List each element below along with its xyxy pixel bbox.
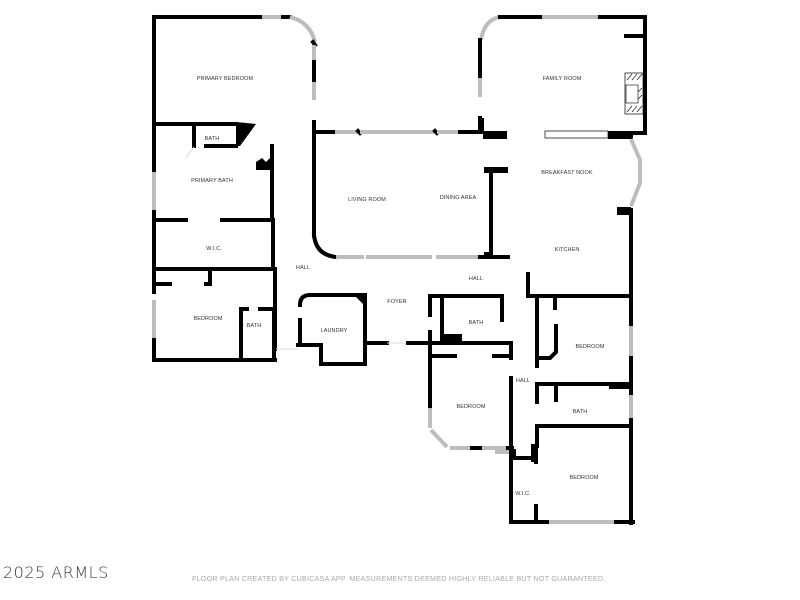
- room-label-family-room: FAMILY ROOM: [542, 76, 582, 82]
- room-label-dining-area: DINING AREA: [439, 195, 477, 201]
- room-label-hall-center: HALL: [468, 276, 484, 282]
- room-label-primary-bath: PRIMARY BATH: [191, 178, 233, 184]
- room-label-living-room: LIVING ROOM: [348, 197, 386, 203]
- room-label-bedroom-southeast: BEDROOM: [569, 475, 599, 481]
- room-label-bath-west: BATH: [246, 323, 262, 329]
- room-label-bedroom-center: BEDROOM: [456, 404, 486, 410]
- walls: [152, 15, 647, 525]
- room-label-wic-east: W.I.C.: [515, 491, 531, 497]
- room-label-foyer: FOYER: [387, 299, 407, 305]
- room-label-breakfast-nook: BREAKFAST NOOK: [541, 170, 593, 176]
- fireplace-icon: [624, 72, 644, 115]
- room-label-laundry: LAUNDRY: [320, 328, 348, 334]
- room-label-bath-east: BATH: [572, 409, 588, 415]
- copyright-watermark: 2025 ARMLS: [3, 563, 109, 582]
- room-label-primary-wic: W.I.C.: [206, 246, 222, 252]
- room-label-hall-east: HALL: [515, 378, 531, 384]
- room-label-bath-center: BATH: [468, 320, 484, 326]
- room-label-bedroom-east: BEDROOM: [575, 344, 605, 350]
- room-label-primary-bath-wc: BATH: [204, 136, 220, 142]
- room-label-bedroom-west: BEDROOM: [193, 316, 223, 322]
- room-label-primary-bedroom: PRIMARY BEDROOM: [196, 76, 254, 82]
- floor-plan-disclaimer: FLOOR PLAN CREATED BY CUBICASA APP. MEAS…: [192, 574, 606, 583]
- room-label-hall-west: HALL: [295, 265, 311, 271]
- room-label-kitchen: KITCHEN: [554, 247, 580, 253]
